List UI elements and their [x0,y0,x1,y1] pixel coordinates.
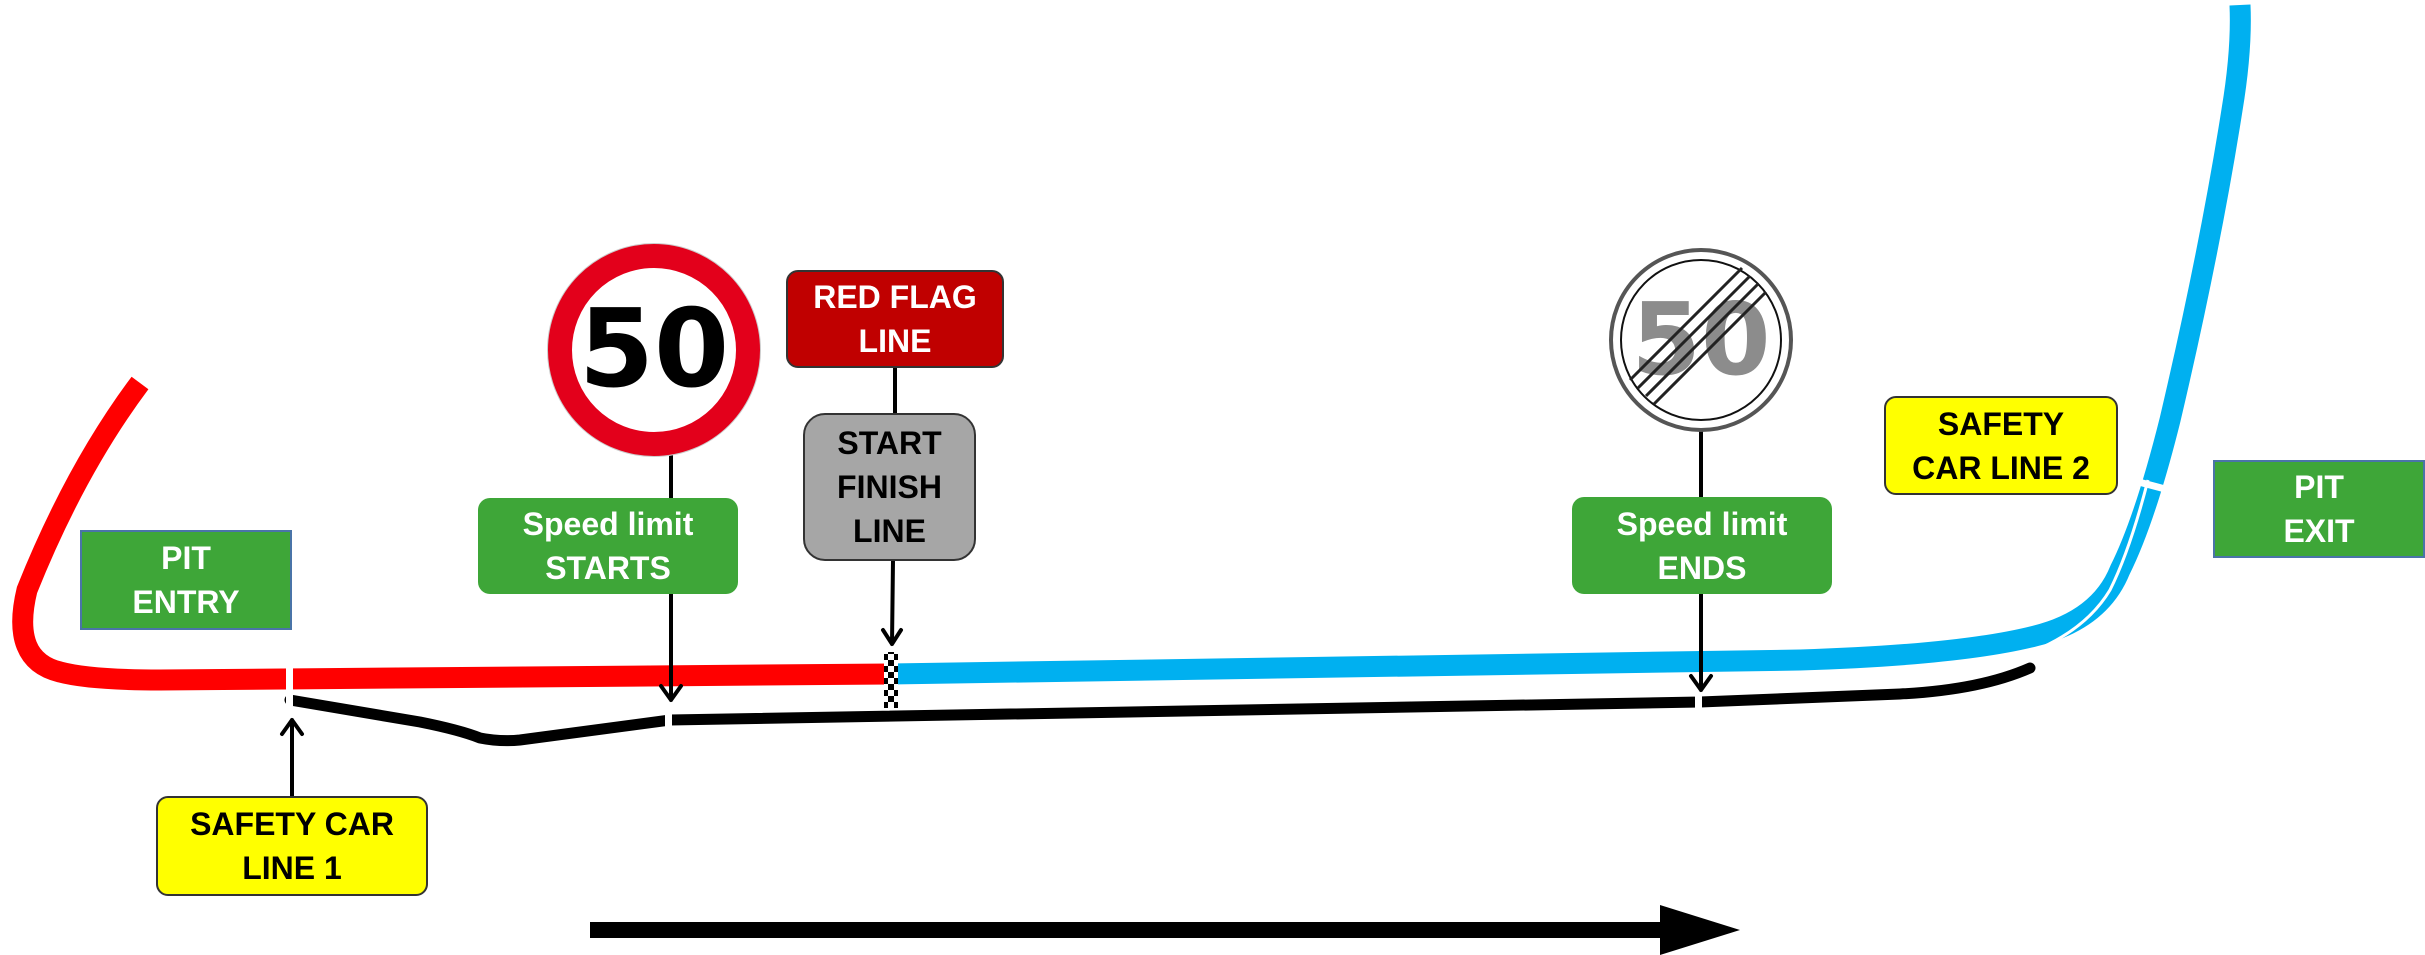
safety-car-line-1-label: SAFETY CAR LINE 1 [156,796,428,896]
speed-limit-sign-icon: 50 [547,243,761,457]
speed-limit-starts-line-2: STARTS [545,550,671,586]
main-track [284,662,2036,747]
safety-car-line-2-label: SAFETY CAR LINE 2 [1884,396,2118,495]
gap-mark-speed-limit-end [1695,690,1702,712]
start-finish-line-label: START FINISH LINE [803,413,976,561]
speed-limit-starts-line-1: Speed limit [522,506,694,542]
pit-exit-line-2: EXIT [2283,513,2355,549]
pit-exit-line-1: PIT [2294,469,2344,505]
gap-mark-safety-car-line-2 [2134,477,2170,494]
gap-mark-safety-car-line-1 [286,668,293,706]
speed-limit-ends-label: Speed limit ENDS [1572,497,1832,594]
arrow-speed-limit-ends [1689,591,1713,692]
pit-lane-exit-section [889,4,2251,685]
red-flag-line-line-1: RED FLAG [813,279,977,315]
start-finish-line-2: FINISH [837,469,942,505]
speed-limit-value: 50 [579,287,729,412]
start-finish-line-3: LINE [853,513,926,549]
start-finish-line-1: START [837,425,942,461]
pit-entry-line-1: PIT [161,540,211,576]
speed-limit-ends-line-1: Speed limit [1616,505,1788,542]
pit-exit-divider [2001,479,2150,664]
arrow-speed-limit-starts [659,591,683,702]
safety-car-line-2-line-2: CAR LINE 2 [1912,449,2090,486]
end-speed-limit-sign-icon: 50 [1609,248,1793,432]
red-flag-line-label: RED FLAG LINE [786,270,1004,368]
pit-lane-entry-section [12,376,891,691]
speed-limit-ends-line-2: ENDS [1657,549,1747,586]
red-flag-line-line-2: LINE [858,323,932,359]
pit-exit-label: PIT EXIT [2213,460,2425,558]
arrow-right-icon [590,905,1740,955]
arrow-start-finish [881,558,903,646]
pit-entry-line-2: ENTRY [132,584,240,620]
speed-limit-starts-label: Speed limit STARTS [478,498,738,594]
safety-car-line-1-line-2: LINE 1 [242,850,342,886]
gap-mark-speed-limit-start [665,708,672,730]
safety-car-line-2-line-1: SAFETY [1937,405,2065,442]
arrow-safety-car-line-1 [280,718,304,798]
pit-entry-label: PIT ENTRY [80,530,292,630]
checkered-flag-icon [884,652,898,708]
safety-car-line-1-line-1: SAFETY CAR [190,806,394,842]
